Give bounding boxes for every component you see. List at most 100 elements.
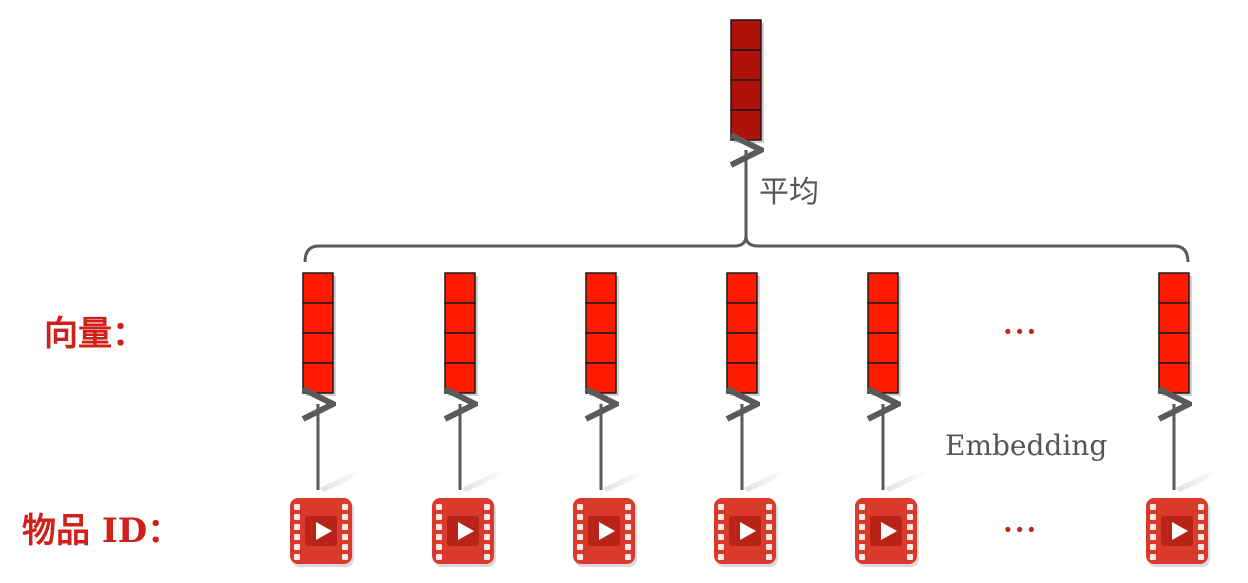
vector-cell [302,362,334,394]
film-hole [294,554,300,560]
film-hole [718,554,724,560]
film-hole [294,534,300,540]
embedding-vector-2 [444,272,478,396]
film-hole [294,544,300,550]
film-hole [718,504,724,510]
film-hole [436,524,442,530]
film-hole [484,514,490,520]
vector-cell [1158,302,1190,334]
play-icon [599,522,615,540]
film-hole [577,554,583,560]
film-hole [484,554,490,560]
film-hole [1198,504,1204,510]
play-icon [881,522,897,540]
embedding-vector-3 [585,272,619,396]
video-play-icon [573,498,637,567]
embedding-vector-5 [867,272,901,396]
play-icon [458,522,474,540]
play-icon [316,522,332,540]
film-hole [342,534,348,540]
film-hole [1198,514,1204,520]
item-id-row-label: 物品 ID： [22,511,182,551]
film-hole [342,514,348,520]
vector-ellipsis: ··· [1003,315,1039,348]
averaged-output-vector [730,19,764,143]
film-hole [1150,534,1156,540]
film-hole [1150,524,1156,530]
film-hole [484,504,490,510]
film-hole [907,524,913,530]
film-hole [1198,554,1204,560]
film-hole [577,504,583,510]
film-hole [577,534,583,540]
vector-cell [730,79,762,111]
film-hole [859,504,865,510]
film-hole [1150,544,1156,550]
film-hole [859,544,865,550]
vector-cell [867,332,899,364]
average-label: 平均 [759,175,819,210]
vector-cell [1158,332,1190,364]
vector-cell [302,272,334,304]
arrow-shadow [744,470,786,492]
video-play-icon [855,498,919,567]
vector-cell [444,302,476,334]
averaging-bracket [303,234,1190,263]
arrow-shadow [1176,470,1218,492]
film-hole [577,514,583,520]
film-hole [436,554,442,560]
vector-cell [444,332,476,364]
film-hole [577,544,583,550]
vector-cell [444,362,476,394]
vector-cell [444,272,476,304]
film-hole [718,544,724,550]
film-hole [907,534,913,540]
vector-cell [730,49,762,81]
film-hole [859,534,865,540]
film-hole [766,504,772,510]
film-hole [766,524,772,530]
vector-cell [1158,362,1190,394]
film-hole [342,554,348,560]
arrow-shadow [320,470,362,492]
vector-cell [1158,272,1190,304]
film-hole [294,524,300,530]
film-hole [625,514,631,520]
output-vector [730,19,764,143]
play-icon [1172,522,1188,540]
film-hole [907,554,913,560]
film-hole [436,514,442,520]
film-hole [766,544,772,550]
film-hole [577,524,583,530]
vector-cell [585,272,617,304]
film-hole [1150,514,1156,520]
vector-cell [726,272,758,304]
film-hole [1198,524,1204,530]
item-id-row [290,498,1210,567]
film-hole [859,524,865,530]
vector-cell [730,109,762,141]
embedding-label: Embedding [945,429,1108,462]
film-hole [342,524,348,530]
vector-row-label: 向量： [44,314,146,354]
film-hole [766,554,772,560]
film-hole [342,504,348,510]
film-hole [859,514,865,520]
film-hole [718,514,724,520]
vector-cell [302,332,334,364]
film-hole [1198,534,1204,540]
film-hole [766,534,772,540]
film-hole [907,514,913,520]
vector-cell [867,272,899,304]
film-hole [907,504,913,510]
vector-cell [302,302,334,334]
film-hole [625,554,631,560]
vector-cell [585,302,617,334]
vector-cell [730,19,762,51]
film-hole [718,534,724,540]
film-hole [484,544,490,550]
vector-cell [726,332,758,364]
film-hole [1198,544,1204,550]
film-hole [859,554,865,560]
film-hole [484,534,490,540]
